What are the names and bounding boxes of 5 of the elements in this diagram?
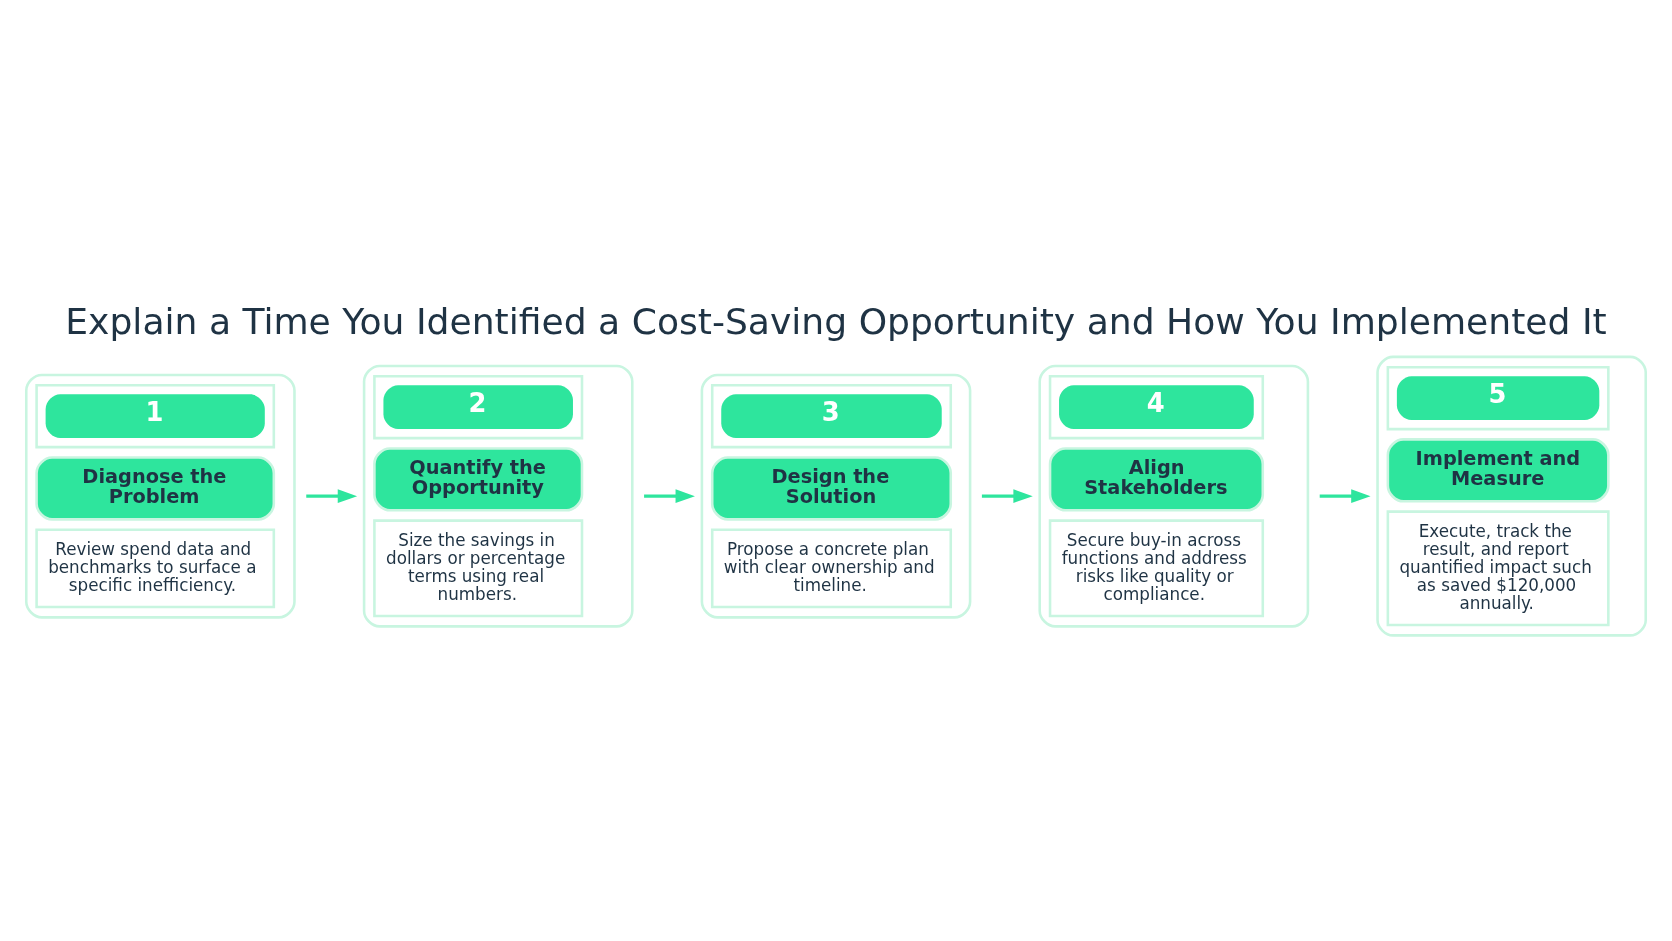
arrow bbox=[1319, 488, 1371, 503]
diagram-title: Explain a Time You Identified a Cost-Saving Opportunity and How You Implemented It bbox=[65, 299, 1607, 343]
arrow bbox=[306, 488, 358, 503]
arrow bbox=[644, 488, 695, 503]
arrow bbox=[981, 488, 1033, 503]
